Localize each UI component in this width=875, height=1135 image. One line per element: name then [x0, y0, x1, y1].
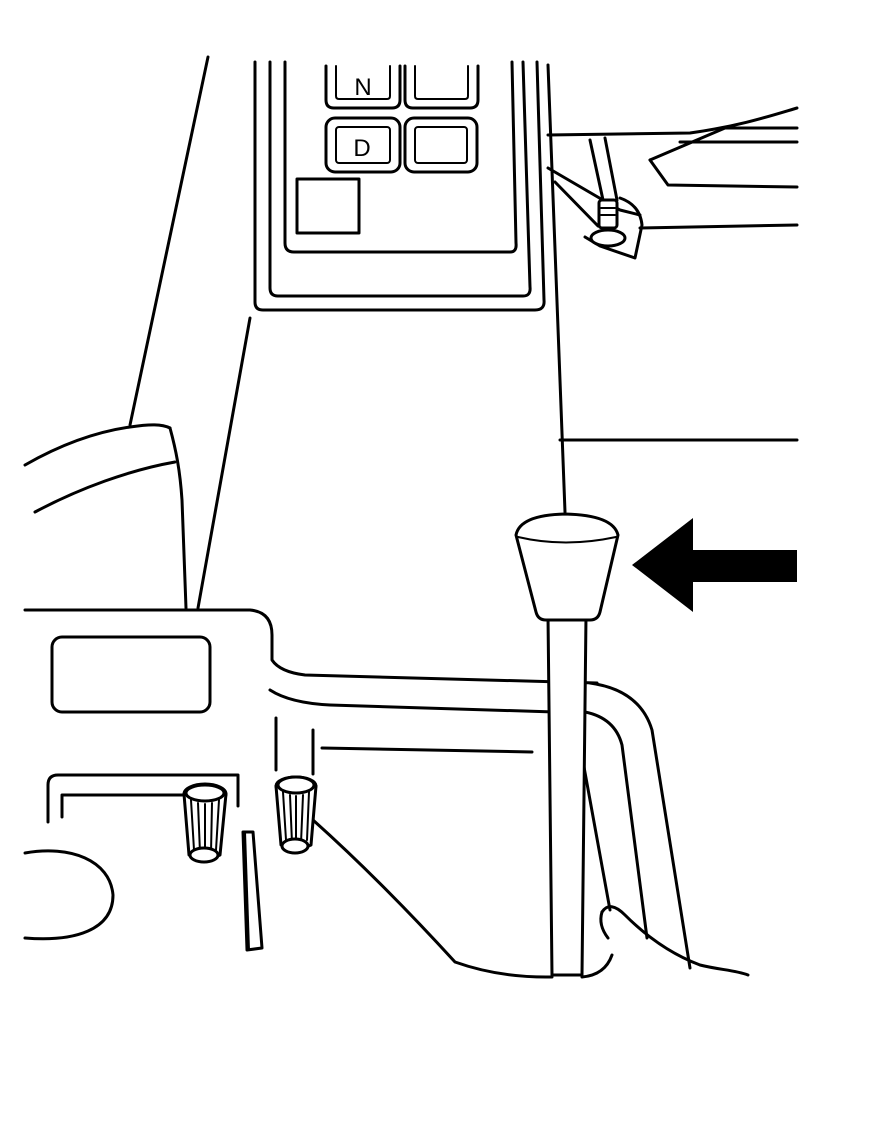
blank-button-top [403, 64, 480, 110]
shift-lever [514, 512, 620, 977]
left-arrow-icon [632, 518, 797, 612]
upper-right-dash [546, 63, 799, 514]
blank-button-middle [403, 116, 479, 174]
shift-lever-shaft [546, 614, 588, 977]
gear-button-n: N [324, 64, 402, 110]
gear-button-d: D [324, 116, 402, 174]
left-knob [182, 782, 228, 864]
shift-lever-knob [514, 512, 620, 622]
console-recess [50, 635, 212, 714]
gear-label-n: N [354, 74, 371, 101]
connector-icon [589, 198, 627, 248]
gear-label-d: D [353, 135, 370, 162]
shift-indicator-panel: N D [253, 60, 546, 312]
right-knob [274, 775, 318, 855]
left-dash-outline [23, 55, 252, 610]
center-console [23, 608, 750, 979]
blank-indicator-square [295, 177, 361, 235]
